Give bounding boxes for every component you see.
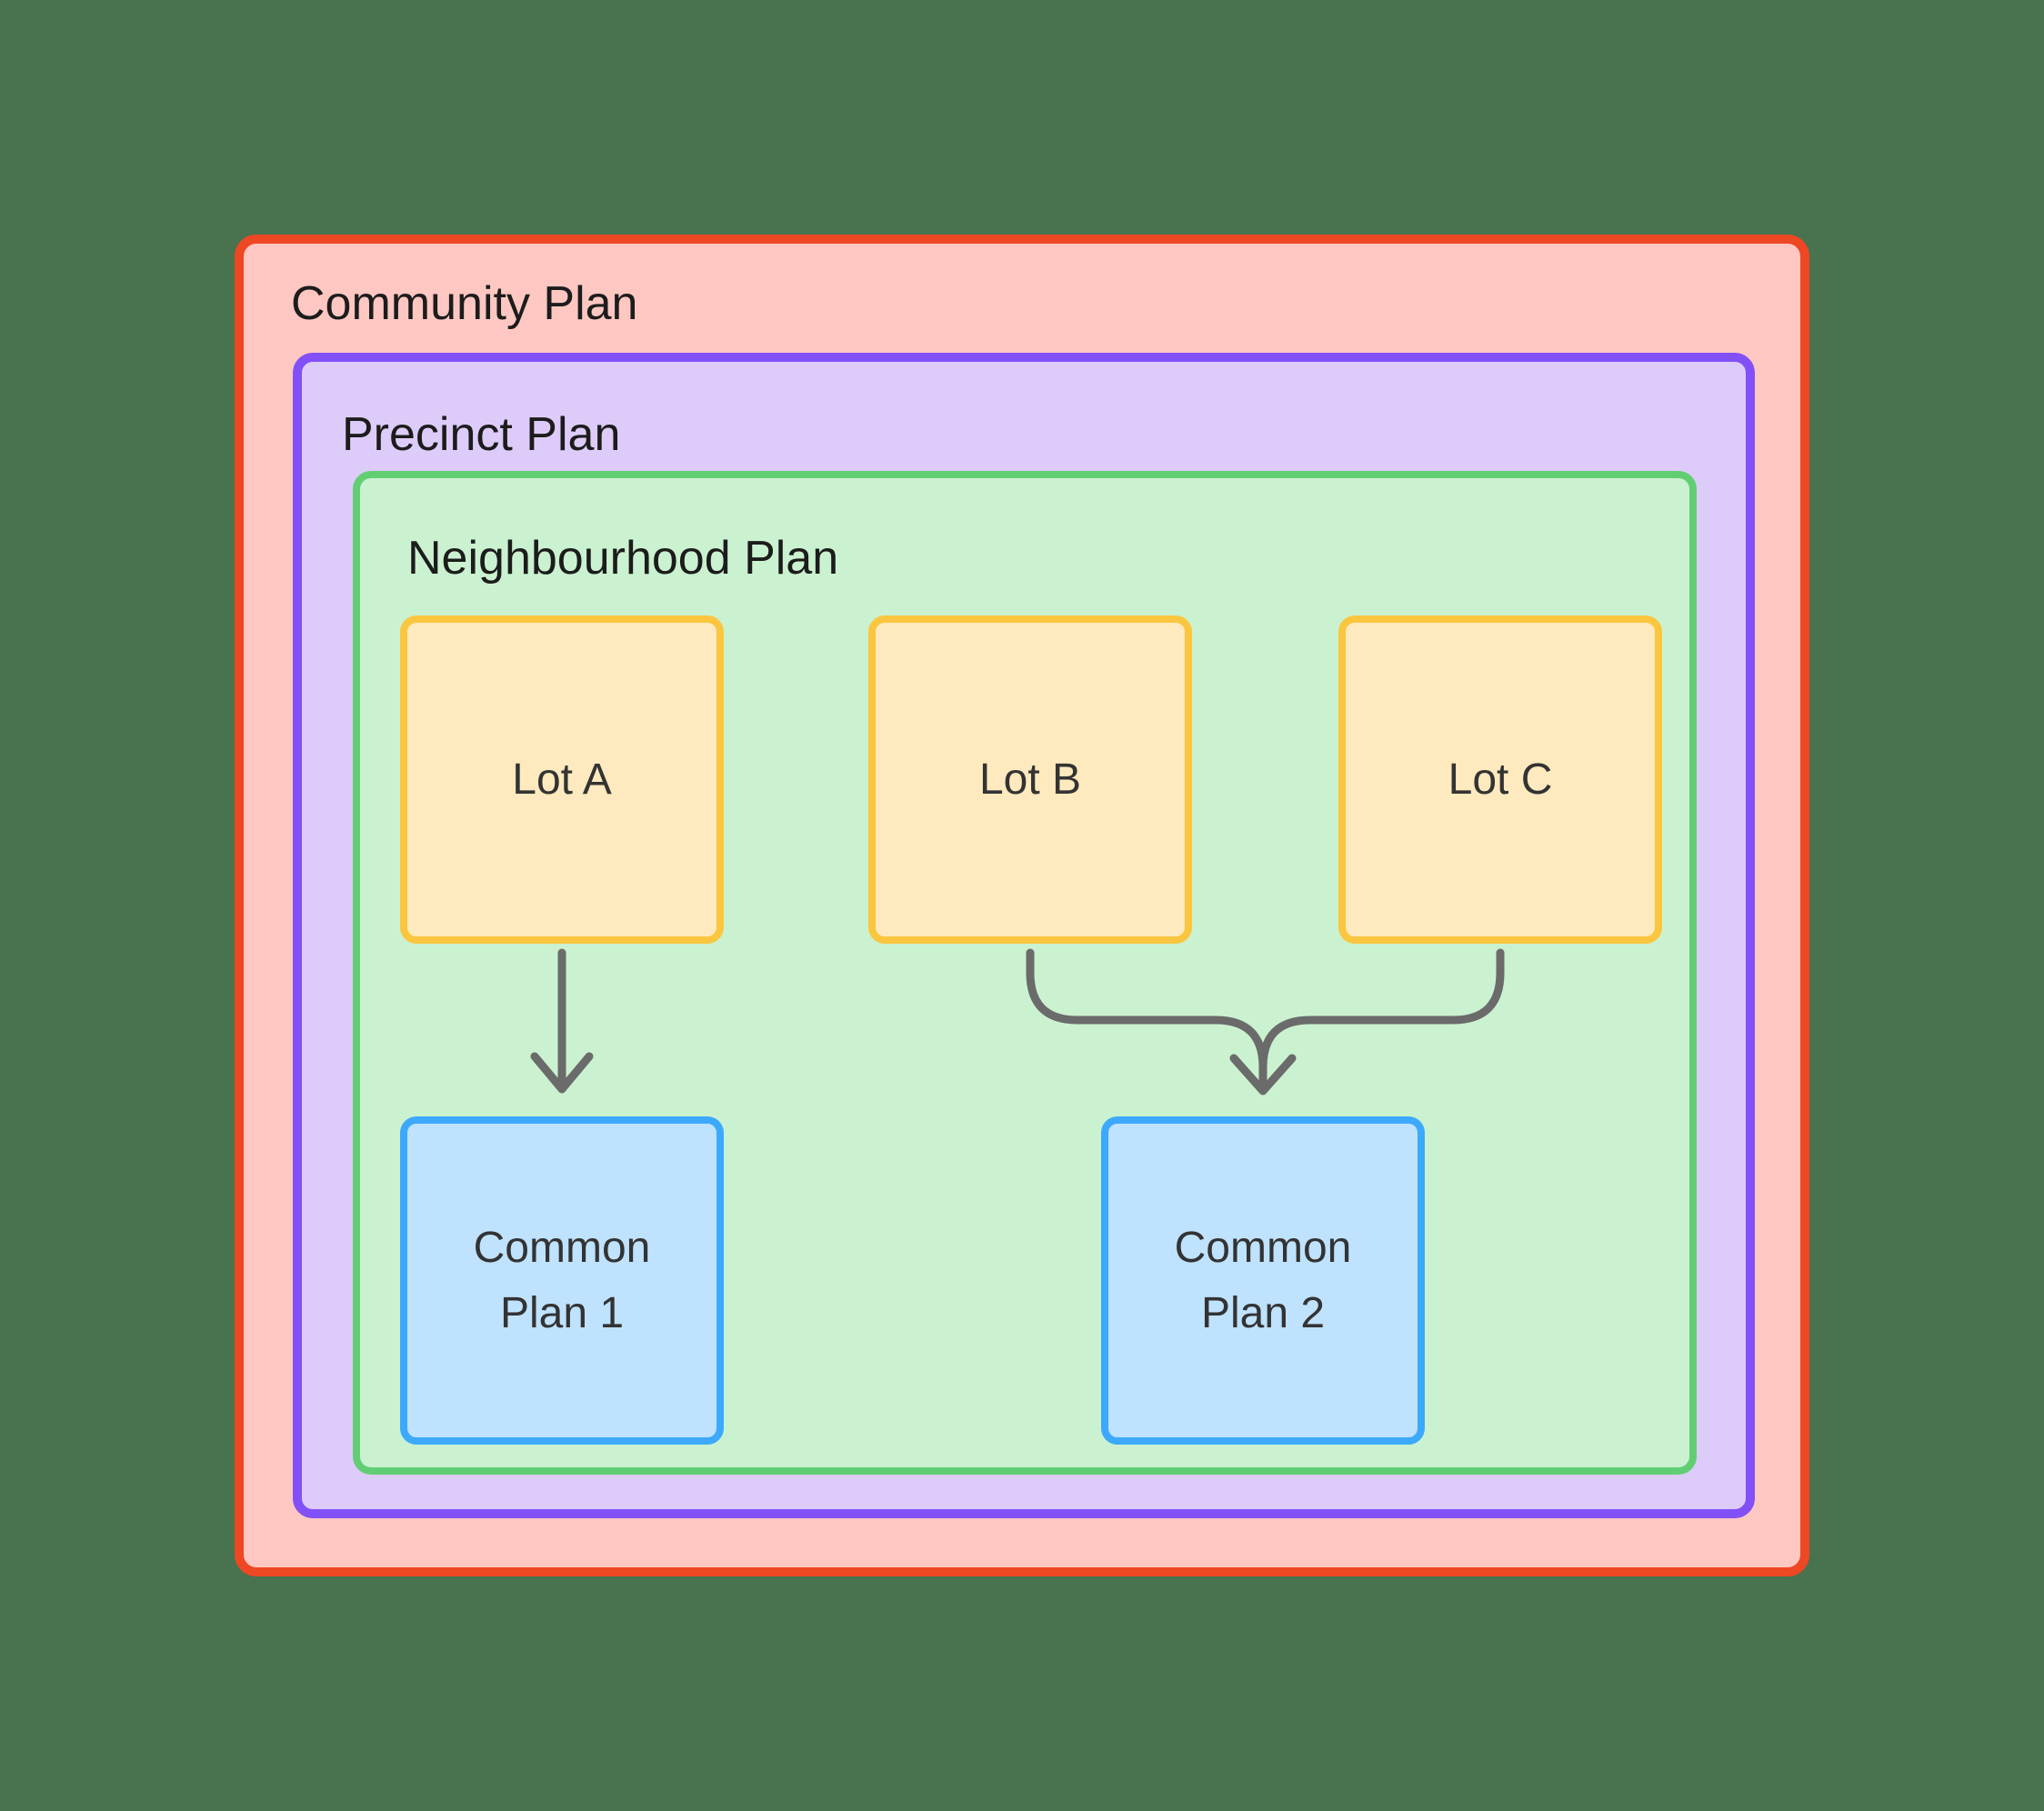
node-common-plan-2: Common Plan 2 bbox=[1101, 1116, 1425, 1445]
community-plan-label: Community Plan bbox=[291, 277, 638, 330]
neighbourhood-plan-container: Neighbourhood Plan Lot A Lot B Lot C Com… bbox=[353, 471, 1697, 1475]
node-lot-c: Lot C bbox=[1338, 615, 1662, 944]
precinct-plan-label: Precinct Plan bbox=[342, 408, 621, 461]
common-plan-1-label: Common Plan 1 bbox=[473, 1223, 651, 1337]
lot-a-label: Lot A bbox=[512, 755, 612, 804]
node-lot-b: Lot B bbox=[868, 615, 1192, 944]
common-plan-2-label: Common Plan 2 bbox=[1174, 1223, 1352, 1337]
neighbourhood-plan-label: Neighbourhood Plan bbox=[407, 532, 839, 585]
node-lot-a: Lot A bbox=[400, 615, 724, 944]
lot-b-label: Lot B bbox=[978, 755, 1082, 804]
lot-c-label: Lot C bbox=[1448, 755, 1553, 804]
community-plan-container: Community Plan Precinct Plan Neighbourho… bbox=[235, 235, 1809, 1576]
node-common-plan-1: Common Plan 1 bbox=[400, 1116, 724, 1445]
precinct-plan-container: Precinct Plan Neighbourhood Plan Lot A L… bbox=[293, 353, 1755, 1518]
